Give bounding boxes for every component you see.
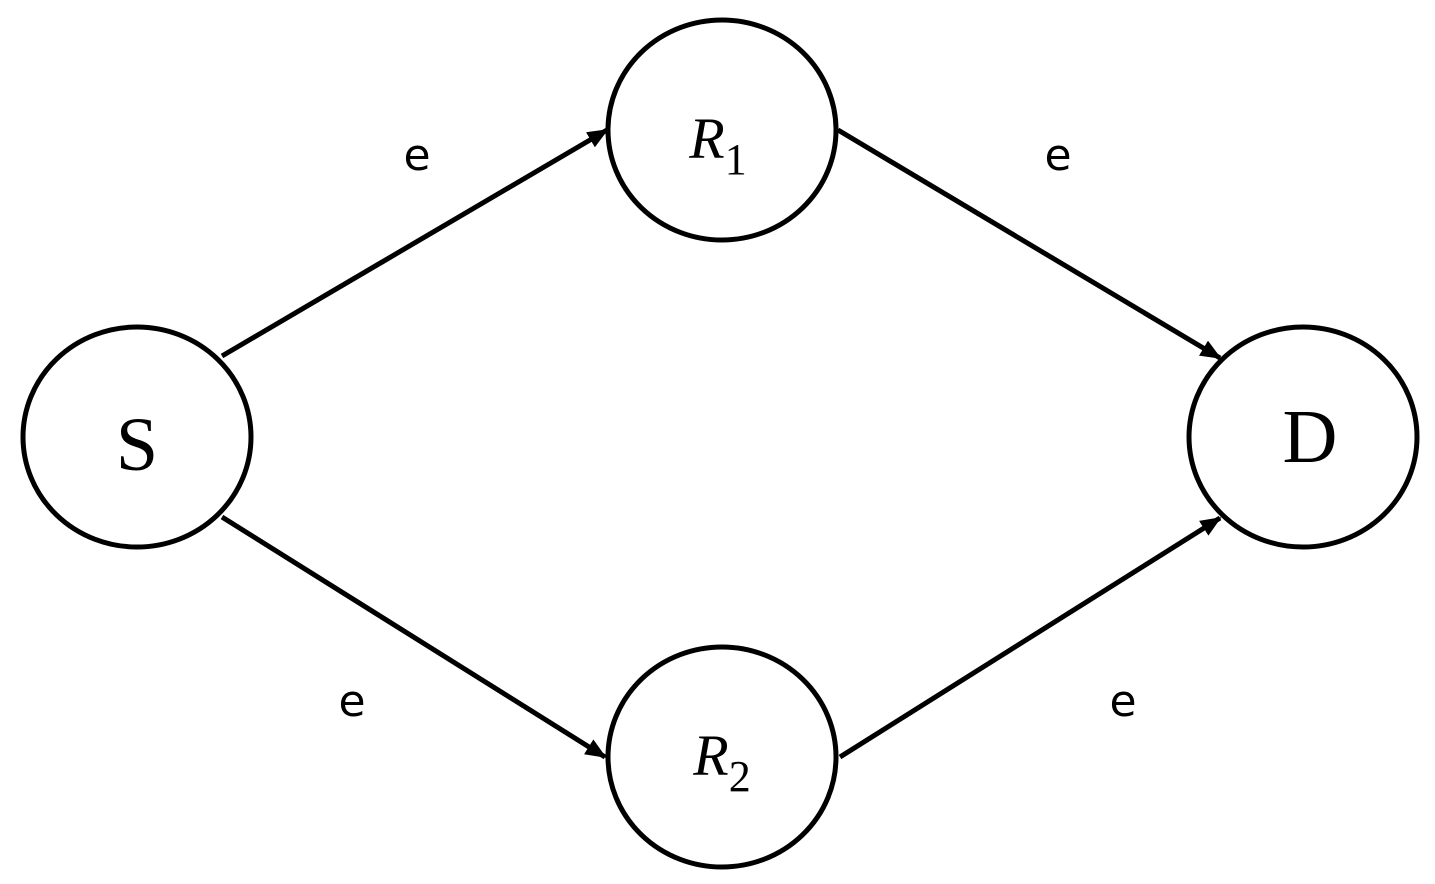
node-r1-circle	[605, 17, 839, 243]
edge-label-r2-d: e	[1109, 676, 1136, 727]
node-d: D	[1186, 324, 1420, 550]
node-s-circle	[20, 324, 254, 550]
node-r2-subscript: 2	[729, 752, 751, 801]
node-r2-circle	[605, 644, 839, 870]
node-d-label: D	[1283, 395, 1338, 479]
node-s: S	[20, 324, 254, 550]
node-d-circle	[1186, 324, 1420, 550]
edge-r1-to-d	[836, 127, 1222, 361]
edge-label-r1-d: e	[1044, 130, 1071, 181]
node-r2-label: R2	[692, 723, 750, 801]
edge-s-to-r2	[220, 514, 607, 760]
edge-label-s-r2: e	[338, 676, 365, 727]
node-r1-label: R1	[688, 106, 746, 184]
edge-label-s-r1: e	[403, 130, 430, 181]
node-r1-letter: R	[688, 106, 724, 171]
node-r2-letter: R	[692, 723, 728, 788]
node-s-label: S	[116, 403, 158, 487]
edge-r2-to-d	[838, 515, 1222, 760]
edge-s-to-r1	[220, 127, 609, 359]
node-r1: R1	[605, 17, 839, 243]
node-r2: R2	[605, 644, 839, 870]
node-r1-subscript: 1	[725, 135, 747, 184]
